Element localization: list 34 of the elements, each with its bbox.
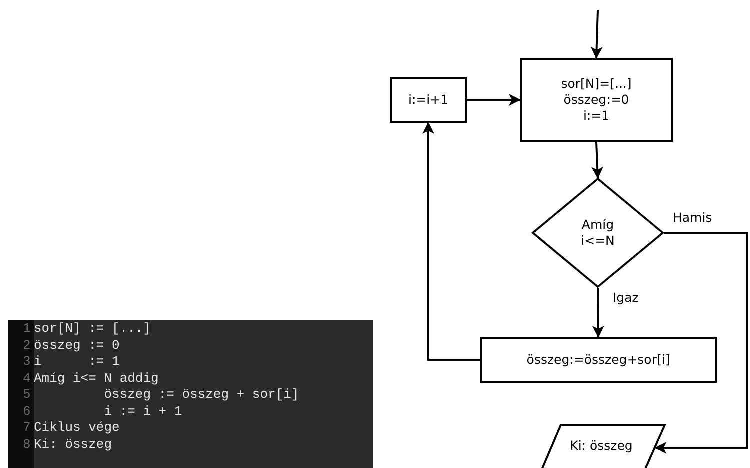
- code-line: összeg := összeg + sor[i]: [104, 387, 300, 403]
- node-text: Ki: összeg: [570, 438, 633, 454]
- line-number: 4: [23, 370, 31, 386]
- arrow: [422, 122, 480, 361]
- node-text: összeg:=0: [564, 92, 630, 108]
- process-box: [480, 337, 717, 383]
- code-line: i := i + 1: [104, 404, 182, 420]
- line-number: 7: [23, 420, 31, 436]
- node-text: i:=i+1: [408, 92, 449, 108]
- arrow: [590, 10, 603, 59]
- arrow: [592, 288, 604, 338]
- line-number: 8: [23, 436, 31, 452]
- process-box: [520, 58, 673, 142]
- edge-label: Igaz: [612, 290, 640, 305]
- code-line: Ki: összeg: [34, 436, 112, 452]
- code-line: Amíg i<= N addig: [34, 370, 159, 386]
- line-number: 6: [23, 404, 31, 420]
- code-line: sor[N] := [...]: [34, 321, 152, 337]
- line-number: 5: [23, 387, 31, 403]
- code-line: összeg := 0: [34, 338, 120, 354]
- node-text: Amíg i<=N: [580, 217, 616, 249]
- line-number: 1: [23, 321, 31, 337]
- node-text: összeg:=összeg+sor[i]: [526, 352, 670, 368]
- node-text: i:=1: [583, 108, 610, 124]
- line-number: 2: [23, 338, 31, 354]
- arrow: [654, 232, 748, 454]
- process-box: [390, 77, 467, 123]
- edge-label: Hamis: [672, 210, 714, 225]
- code-line: Ciklus vége: [34, 420, 120, 436]
- line-number: 3: [23, 354, 31, 370]
- arrow: [592, 142, 604, 179]
- arrow: [467, 94, 521, 106]
- node-text: sor[N]=[...]: [561, 76, 632, 92]
- code-line: i := 1: [34, 354, 120, 370]
